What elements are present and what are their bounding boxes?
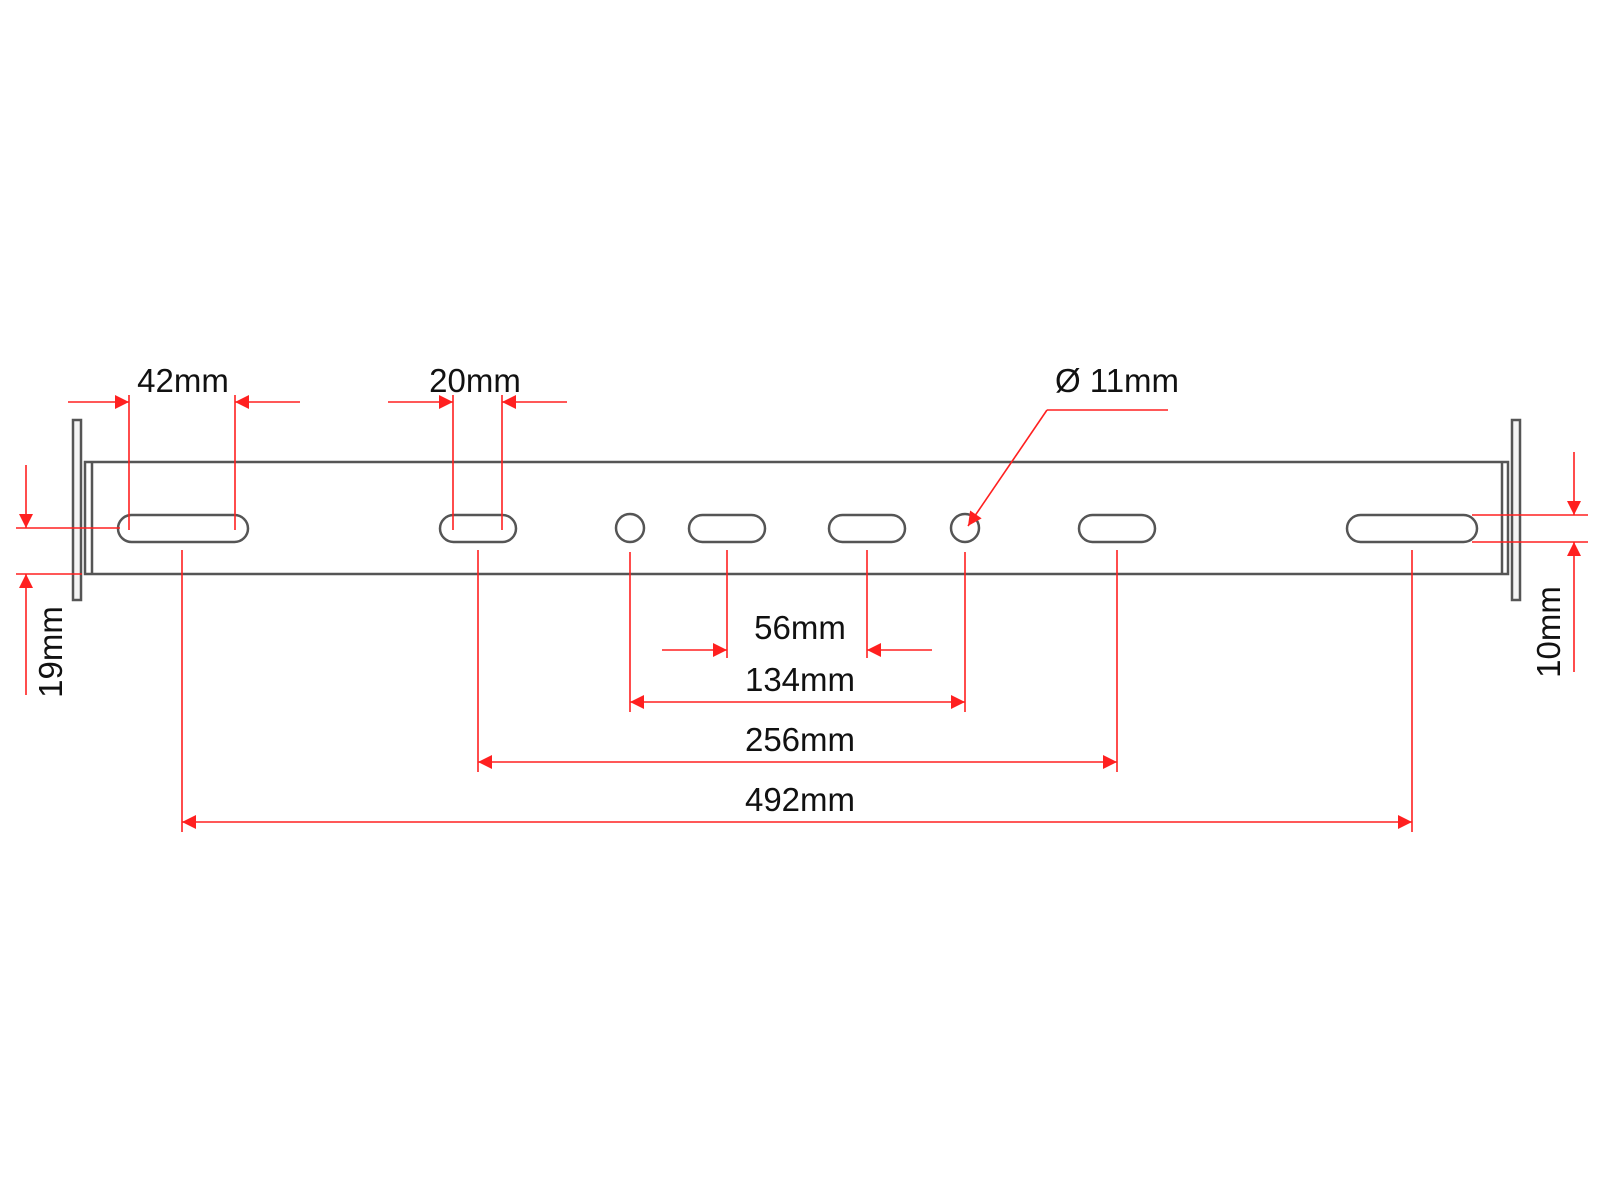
- dimension-lines: [16, 395, 1588, 832]
- hole-left: [614, 512, 646, 544]
- slot-outer-right: [1345, 513, 1479, 544]
- hole-right: [949, 512, 981, 544]
- slot-mid-right: [1077, 513, 1157, 544]
- bracket-bar: [83, 460, 1510, 576]
- slot-mid-left: [438, 513, 518, 544]
- dim-label-slot-spacing-outer: 492mm: [745, 781, 855, 818]
- dim-label-hole-spacing: 134mm: [745, 661, 855, 698]
- slot-inner-right: [827, 513, 907, 544]
- left-end-flange: [71, 418, 83, 602]
- dim-label-bar-height-left: 19mm: [32, 606, 69, 698]
- right-end-flange: [1510, 418, 1522, 602]
- bracket-body: [71, 418, 1522, 602]
- dim-label-slot-length-small: 20mm: [429, 362, 521, 399]
- dim-label-slot-height-right: 10mm: [1530, 586, 1567, 678]
- dim-label-slot-spacing-inner: 56mm: [754, 609, 846, 646]
- slot-inner-left: [687, 513, 767, 544]
- dim-label-slot-spacing-mid: 256mm: [745, 721, 855, 758]
- dim-label-slot-length-large: 42mm: [137, 362, 229, 399]
- slot-outer-left: [116, 513, 250, 544]
- dim-label-hole-diameter: Ø 11mm: [1055, 362, 1179, 399]
